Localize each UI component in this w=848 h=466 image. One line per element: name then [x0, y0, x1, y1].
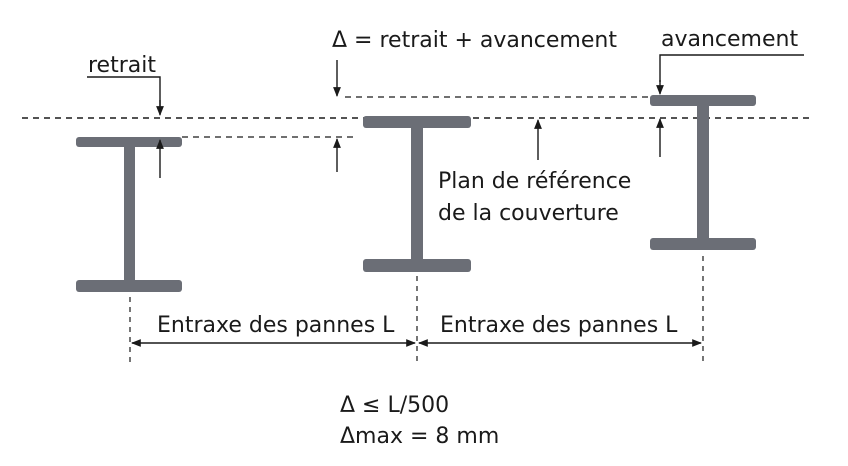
- avancement-dimension: [656, 54, 804, 157]
- label-entraxe-right: Entraxe des pannes L: [440, 313, 678, 338]
- label-entraxe-left: Entraxe des pannes L: [157, 313, 395, 338]
- i-beam-left: [76, 137, 182, 292]
- label-reference-plane-line1: Plan de référence: [438, 169, 631, 194]
- label-retrait: retrait: [88, 53, 156, 78]
- i-beam-right: [650, 95, 756, 250]
- label-rule-line2: Δmax = 8 mm: [340, 424, 499, 449]
- retrait-dimension: [87, 76, 164, 178]
- label-avancement: avancement: [661, 27, 798, 52]
- entraxe-extension-lines: [129, 256, 704, 365]
- label-reference-plane-line2: de la couverture: [438, 201, 619, 226]
- label-delta-definition: Δ = retrait + avancement: [332, 28, 617, 53]
- i-beam-middle: [363, 116, 471, 272]
- label-rule-line1: Δ ≤ L/500: [340, 393, 449, 418]
